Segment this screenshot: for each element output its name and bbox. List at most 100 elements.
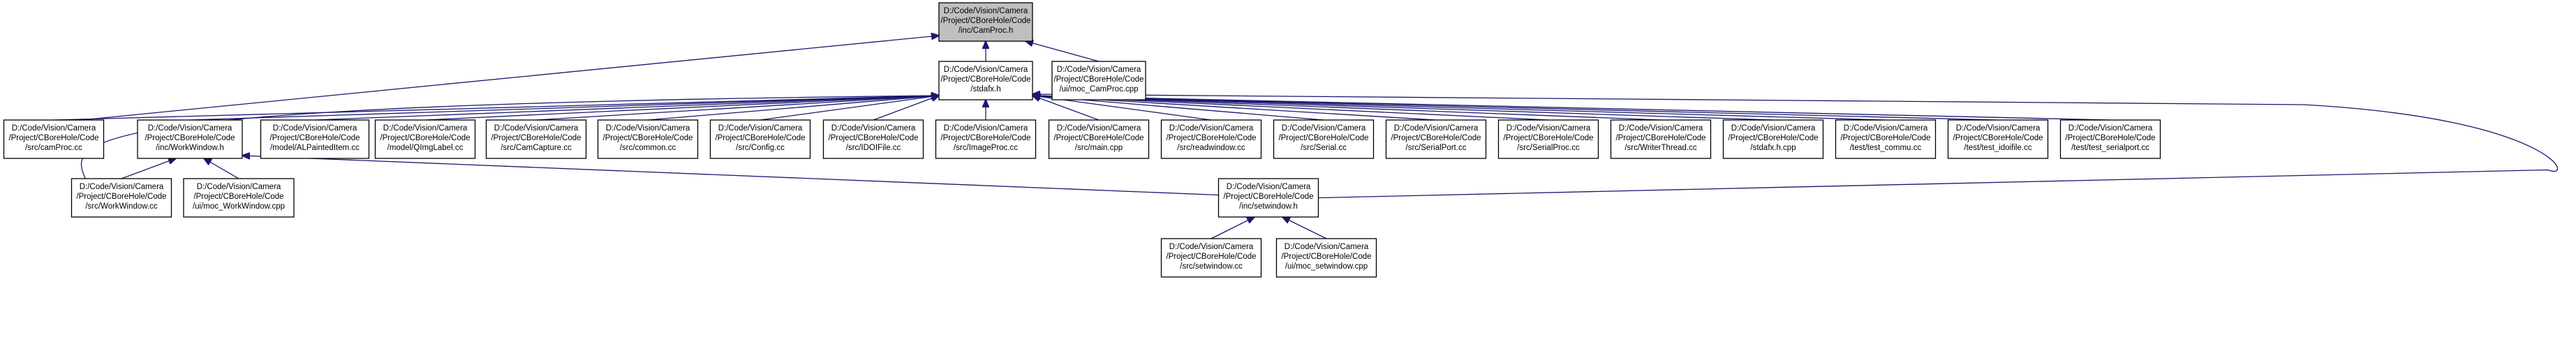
- node-setwindow_cc[interactable]: D:/Code/Vision/Camera/Project/CBoreHole/…: [1160, 238, 1262, 278]
- node-label-line: /src/IDOIFile.cc: [846, 144, 901, 152]
- edge-camproc_cc-to-stdafx_h: [53, 96, 939, 121]
- node-label-line: D:/Code/Vision/Camera: [1731, 124, 1816, 133]
- node-camcapture[interactable]: D:/Code/Vision/Camera/Project/CBoreHole/…: [485, 119, 587, 159]
- edge-alpainted-to-stdafx_h: [314, 96, 939, 121]
- node-label-line: D:/Code/Vision/Camera: [606, 124, 690, 133]
- node-stdafx_cpp[interactable]: D:/Code/Vision/Camera/Project/CBoreHole/…: [1722, 119, 1824, 159]
- node-common[interactable]: D:/Code/Vision/Camera/Project/CBoreHole/…: [597, 119, 699, 159]
- nodes-layer: D:/Code/Vision/Camera/Project/CBoreHole/…: [3, 2, 2161, 278]
- edge-qimglabel-to-stdafx_h: [424, 96, 939, 121]
- node-serial[interactable]: D:/Code/Vision/Camera/Project/CBoreHole/…: [1273, 119, 1375, 159]
- edge-moc_setwindow-to-setwindow_h: [1282, 217, 1327, 239]
- node-label-line: D:/Code/Vision/Camera: [2068, 124, 2153, 133]
- node-box: [1160, 238, 1262, 278]
- node-label-line: /src/SerialProc.cc: [1517, 144, 1580, 152]
- node-serialproc[interactable]: D:/Code/Vision/Camera/Project/CBoreHole/…: [1497, 119, 1599, 159]
- node-label-line: /stdafx.h: [970, 85, 1000, 93]
- node-label: D:/Code/Vision/Camera/Project/CBoreHole/…: [1281, 243, 1371, 271]
- edge-camcapture-to-stdafx_h: [535, 96, 939, 121]
- node-box: [709, 119, 811, 159]
- node-label-line: /src/SerialPort.cc: [1406, 144, 1467, 152]
- node-moc_workwindow[interactable]: D:/Code/Vision/Camera/Project/CBoreHole/…: [183, 178, 295, 218]
- node-moc_camproc[interactable]: D:/Code/Vision/Camera/Project/CBoreHole/…: [1051, 61, 1146, 100]
- node-label-line: /Project/CBoreHole/Code: [1391, 134, 1481, 142]
- node-test_idoifile[interactable]: D:/Code/Vision/Camera/Project/CBoreHole/…: [1947, 119, 2049, 159]
- node-label-line: D:/Code/Vision/Camera: [944, 124, 1028, 133]
- node-label-line: /Project/CBoreHole/Code: [940, 75, 1030, 84]
- node-label-line: /src/main.cpp: [1075, 144, 1123, 152]
- node-stdafx_h[interactable]: D:/Code/Vision/Camera/Project/CBoreHole/…: [938, 61, 1033, 100]
- node-box: [1835, 119, 1937, 159]
- node-label-line: D:/Code/Vision/Camera: [1169, 243, 1254, 251]
- node-imageproc[interactable]: D:/Code/Vision/Camera/Project/CBoreHole/…: [935, 119, 1037, 159]
- node-alpainted[interactable]: D:/Code/Vision/Camera/Project/CBoreHole/…: [260, 119, 370, 159]
- node-serialport[interactable]: D:/Code/Vision/Camera/Project/CBoreHole/…: [1385, 119, 1487, 159]
- node-label: D:/Code/Vision/Camera/Project/CBoreHole/…: [193, 183, 285, 211]
- node-label-line: /Project/CBoreHole/Code: [1503, 134, 1593, 142]
- node-label-line: /Project/CBoreHole/Code: [828, 134, 918, 142]
- edge-stdafx_cpp-to-stdafx_h: [1032, 96, 1774, 121]
- node-label-line: D:/Code/Vision/Camera: [1057, 124, 1141, 133]
- node-label-line: /Project/CBoreHole/Code: [602, 134, 693, 142]
- node-label-line: /Project/CBoreHole/Code: [76, 193, 166, 201]
- node-label-line: /inc/WorkWindow.h: [156, 144, 224, 152]
- node-label-line: /test/test_serialport.cc: [2071, 144, 2149, 152]
- node-box: [3, 119, 105, 159]
- node-label: D:/Code/Vision/Camera/Project/CBoreHole/…: [940, 66, 1030, 93]
- node-label-line: D:/Code/Vision/Camera: [273, 124, 357, 133]
- node-label-line: /Project/CBoreHole/Code: [1166, 253, 1256, 261]
- node-label-line: D:/Code/Vision/Camera: [80, 183, 164, 191]
- node-label-line: D:/Code/Vision/Camera: [1057, 66, 1141, 74]
- node-config[interactable]: D:/Code/Vision/Camera/Project/CBoreHole/…: [709, 119, 811, 159]
- node-label-line: /Project/CBoreHole/Code: [491, 134, 581, 142]
- node-label-line: D:/Code/Vision/Camera: [1956, 124, 2041, 133]
- node-moc_setwindow[interactable]: D:/Code/Vision/Camera/Project/CBoreHole/…: [1275, 238, 1377, 278]
- node-setwindow_h[interactable]: D:/Code/Vision/Camera/Project/CBoreHole/…: [1217, 178, 1319, 218]
- node-label: D:/Code/Vision/Camera/Project/CBoreHole/…: [8, 124, 98, 152]
- node-test_commu[interactable]: D:/Code/Vision/Camera/Project/CBoreHole/…: [1835, 119, 1937, 159]
- node-label: D:/Code/Vision/Camera/Project/CBoreHole/…: [76, 183, 166, 211]
- node-label: D:/Code/Vision/Camera/Project/CBoreHole/…: [1166, 124, 1256, 152]
- node-box: [1275, 238, 1377, 278]
- node-label-line: /Project/CBoreHole/Code: [1615, 134, 1705, 142]
- node-box: [1160, 119, 1262, 159]
- node-box: [597, 119, 699, 159]
- node-label: D:/Code/Vision/Camera/Project/CBoreHole/…: [828, 124, 918, 152]
- node-label-line: /Project/CBoreHole/Code: [1281, 253, 1371, 261]
- node-label-line: D:/Code/Vision/Camera: [1227, 183, 1311, 191]
- node-writerthread[interactable]: D:/Code/Vision/Camera/Project/CBoreHole/…: [1610, 119, 1712, 159]
- edge-setwindow_h-to-workwindow_h: [242, 156, 1219, 196]
- node-test_serialport[interactable]: D:/Code/Vision/Camera/Project/CBoreHole/…: [2059, 119, 2161, 159]
- node-label: D:/Code/Vision/Camera/Project/CBoreHole/…: [1615, 124, 1705, 152]
- node-label: D:/Code/Vision/Camera/Project/CBoreHole/…: [269, 124, 360, 152]
- node-label: D:/Code/Vision/Camera/Project/CBoreHole/…: [491, 124, 581, 152]
- node-camproc_cc[interactable]: D:/Code/Vision/Camera/Project/CBoreHole/…: [3, 119, 105, 159]
- node-readwindow[interactable]: D:/Code/Vision/Camera/Project/CBoreHole/…: [1160, 119, 1262, 159]
- node-label-line: /Project/CBoreHole/Code: [1223, 193, 1313, 201]
- node-label-line: /inc/setwindow.h: [1239, 202, 1298, 211]
- edge-moc_workwindow-to-workwindow_h: [204, 158, 239, 179]
- node-idoifile[interactable]: D:/Code/Vision/Camera/Project/CBoreHole/…: [822, 119, 924, 159]
- node-label-line: D:/Code/Vision/Camera: [1282, 124, 1366, 133]
- node-workwindow_cc[interactable]: D:/Code/Vision/Camera/Project/CBoreHole/…: [71, 178, 172, 218]
- node-workwindow_h[interactable]: D:/Code/Vision/Camera/Project/CBoreHole/…: [137, 119, 243, 159]
- node-label-line: /inc/CamProc.h: [958, 27, 1014, 35]
- node-box: [1497, 119, 1599, 159]
- node-camproc_h: D:/Code/Vision/Camera/Project/CBoreHole/…: [938, 2, 1033, 42]
- node-label-line: /Project/CBoreHole/Code: [1840, 134, 1930, 142]
- node-label: D:/Code/Vision/Camera/Project/CBoreHole/…: [2065, 124, 2155, 152]
- node-label-line: /model/ALPaintedItem.cc: [270, 144, 360, 152]
- node-label-line: /Project/CBoreHole/Code: [380, 134, 470, 142]
- node-label-line: /Project/CBoreHole/Code: [269, 134, 360, 142]
- node-label: D:/Code/Vision/Camera/Project/CBoreHole/…: [1953, 124, 2043, 152]
- node-main[interactable]: D:/Code/Vision/Camera/Project/CBoreHole/…: [1048, 119, 1150, 159]
- node-qimglabel[interactable]: D:/Code/Vision/Camera/Project/CBoreHole/…: [374, 119, 476, 159]
- node-box: [1947, 119, 2049, 159]
- node-label: D:/Code/Vision/Camera/Project/CBoreHole/…: [940, 124, 1030, 152]
- node-label-line: /Project/CBoreHole/Code: [193, 193, 283, 201]
- node-box: [822, 119, 924, 159]
- node-label-line: D:/Code/Vision/Camera: [197, 183, 281, 191]
- node-label-line: D:/Code/Vision/Camera: [718, 124, 803, 133]
- edge-config-to-stdafx_h: [760, 96, 939, 121]
